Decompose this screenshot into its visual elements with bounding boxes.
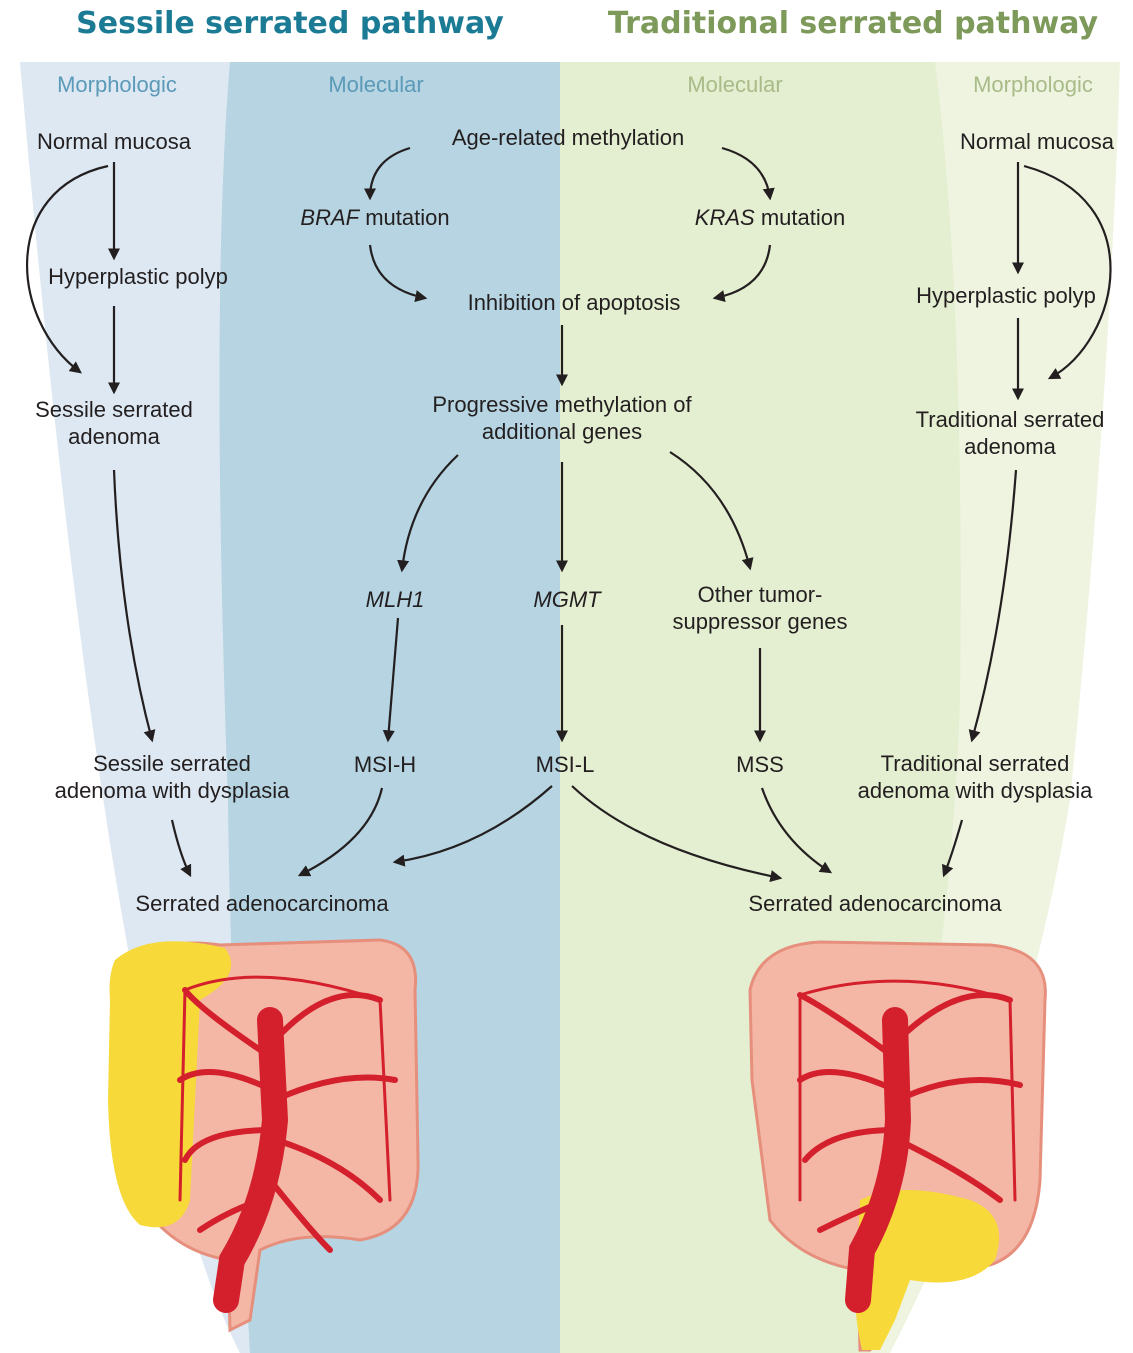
node-ssad-line1: Sessile serrated — [93, 751, 251, 776]
node-traditional-serrated-adenoma-dysplasia: Traditional serrated adenoma with dyspla… — [858, 750, 1093, 804]
band-label-right-molecular: Molecular — [687, 72, 782, 98]
node-tsa-line1: Traditional serrated — [916, 407, 1105, 432]
node-inhibition-of-apoptosis: Inhibition of apoptosis — [468, 289, 681, 316]
mlh1-gene-name: MLH1 — [366, 587, 425, 612]
band-label-left-molecular: Molecular — [328, 72, 423, 98]
node-mlh1: MLH1 — [366, 586, 425, 613]
node-kras-mutation: KRAS mutation — [695, 204, 845, 231]
node-sessile-serrated-adenoma: Sessile serrated adenoma — [35, 396, 193, 450]
band-label-right-morphologic: Morphologic — [973, 72, 1093, 98]
mgmt-gene-name: MGMT — [533, 587, 600, 612]
node-ssad-line2: adenoma with dysplasia — [55, 778, 290, 803]
node-msi-h: MSI-H — [354, 751, 416, 778]
node-traditional-serrated-adenoma: Traditional serrated adenoma — [916, 406, 1105, 460]
title-traditional-serrated-pathway: Traditional serrated pathway — [608, 6, 1098, 41]
node-right-hyperplastic-polyp: Hyperplastic polyp — [916, 282, 1096, 309]
kras-gene-name: KRAS — [695, 205, 755, 230]
node-other-line2: suppressor genes — [673, 609, 848, 634]
node-other-line1: Other tumor- — [698, 582, 823, 607]
node-braf-mutation: BRAF mutation — [300, 204, 449, 231]
node-right-serrated-adenocarcinoma: Serrated adenocarcinoma — [748, 890, 1001, 917]
node-progressive-methylation: Progressive methylation of additional ge… — [432, 391, 691, 445]
node-progressive-line2: additional genes — [482, 419, 642, 444]
braf-gene-name: BRAF — [300, 205, 359, 230]
node-progressive-line1: Progressive methylation of — [432, 392, 691, 417]
node-mgmt: MGMT — [533, 586, 600, 613]
node-right-normal-mucosa: Normal mucosa — [960, 128, 1114, 155]
braf-mutation-text: mutation — [359, 205, 450, 230]
title-sessile-serrated-pathway: Sessile serrated pathway — [76, 6, 504, 41]
node-tsad-line2: adenoma with dysplasia — [858, 778, 1093, 803]
node-left-normal-mucosa: Normal mucosa — [37, 128, 191, 155]
node-msi-l: MSI-L — [536, 751, 595, 778]
node-sessile-serrated-adenoma-dysplasia: Sessile serrated adenoma with dysplasia — [55, 750, 290, 804]
band-label-left-morphologic: Morphologic — [57, 72, 177, 98]
kras-mutation-text: mutation — [755, 205, 846, 230]
node-age-related-methylation: Age-related methylation — [452, 124, 684, 151]
node-tsad-line1: Traditional serrated — [881, 751, 1070, 776]
node-other-tumor-suppressor-genes: Other tumor- suppressor genes — [673, 581, 848, 635]
node-sessile-serrated-adenoma-line1: Sessile serrated — [35, 397, 193, 422]
node-mss: MSS — [736, 751, 784, 778]
node-sessile-serrated-adenoma-line2: adenoma — [68, 424, 160, 449]
node-left-serrated-adenocarcinoma: Serrated adenocarcinoma — [135, 890, 388, 917]
node-left-hyperplastic-polyp: Hyperplastic polyp — [48, 263, 228, 290]
node-tsa-line2: adenoma — [964, 434, 1056, 459]
